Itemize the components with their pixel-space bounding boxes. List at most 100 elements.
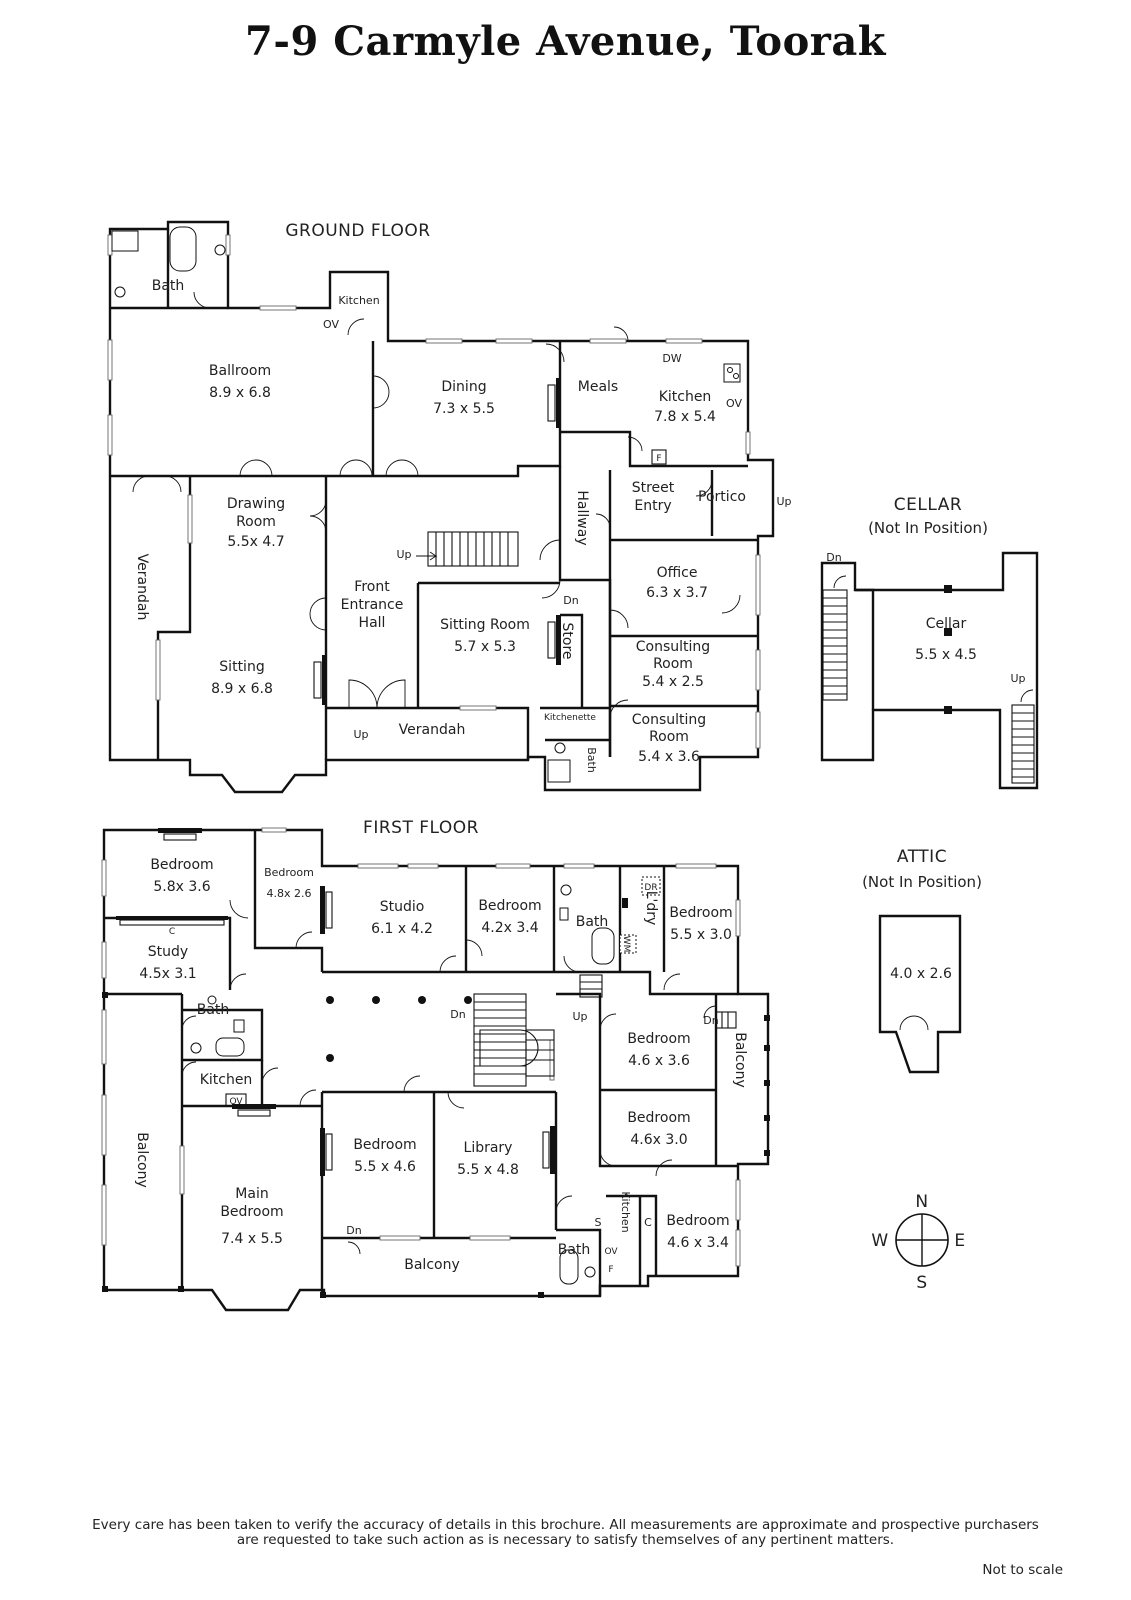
annotation-kitchen-ov: OV — [726, 397, 742, 410]
room-label-laundry: L'dry — [643, 891, 659, 926]
room-label-sitting: Sitting — [219, 659, 264, 675]
room-label-consulting-1b: Room — [653, 656, 693, 672]
room-size-bedroom-b: 4.8x 2.6 — [267, 887, 312, 900]
room-label-bedroom-d: Bedroom — [669, 905, 732, 921]
compass: N S E W — [871, 1192, 965, 1293]
room-label-study: Study — [148, 944, 188, 960]
room-label-street-1: Street — [632, 480, 675, 496]
room-label-kitchen-small: Kitchen — [338, 294, 379, 307]
room-label-verandah-front: Verandah — [399, 722, 466, 738]
annotation-portico-up: Up — [776, 495, 791, 508]
room-label-bath-small: Bath — [585, 747, 598, 773]
room-size-consulting-2: 5.4 x 3.6 — [638, 749, 700, 765]
annotation-s: S — [595, 1216, 602, 1229]
room-label-balcony-west: Balcony — [134, 1132, 150, 1188]
room-label-main-bed-2: Bedroom — [220, 1204, 283, 1220]
cellar-dn: Dn — [826, 551, 841, 564]
room-label-library: Library — [464, 1140, 513, 1156]
ground-floor-heading: GROUND FLOOR — [285, 221, 430, 241]
room-label-meals: Meals — [578, 379, 618, 395]
annotation-dw: DW — [662, 352, 681, 365]
cellar-subheading: (Not In Position) — [868, 519, 988, 537]
room-label-bedroom-g: Bedroom — [353, 1137, 416, 1153]
cellar-room-size: 5.5 x 4.5 — [915, 647, 977, 663]
room-label-consulting-2b: Room — [649, 729, 689, 745]
room-size-bedroom-d: 5.5 x 3.0 — [670, 927, 732, 943]
room-label-drawing-1: Drawing — [227, 496, 285, 512]
room-label-studio: Studio — [380, 899, 425, 915]
room-label-drawing-2: Room — [236, 514, 276, 530]
attic-hatch — [899, 1015, 929, 1031]
room-label-kitchen-b: Kitchen — [619, 1191, 632, 1232]
room-label-street-2: Entry — [634, 498, 671, 514]
room-label-entrance-3: Hall — [359, 615, 386, 631]
attic-plan: ATTIC (Not In Position) 4.0 x 2.6 — [862, 847, 982, 1074]
cellar-stair-door — [833, 575, 847, 589]
compass-north: N — [915, 1192, 928, 1212]
room-label-portico: Portico — [698, 489, 746, 505]
room-size-bedroom-g: 5.5 x 4.6 — [354, 1159, 416, 1175]
disclaimer: Every care has been taken to verify the … — [0, 1518, 1131, 1548]
room-size-main-bed: 7.4 x 5.5 — [221, 1231, 283, 1247]
annotation-dr: DR — [644, 883, 657, 893]
annotation-store-dn: Dn — [563, 594, 578, 607]
attic-size: 4.0 x 2.6 — [890, 966, 952, 982]
room-size-studio: 6.1 x 4.2 — [371, 921, 433, 937]
cellar-stairs-east — [1011, 704, 1035, 784]
first-floor-hall-columns — [326, 996, 472, 1062]
cellar-column-south — [944, 706, 952, 714]
room-label-ballroom: Ballroom — [209, 363, 271, 379]
cellar-up: Up — [1010, 672, 1025, 685]
room-label-main-bed-1: Main — [235, 1186, 268, 1202]
first-floor-balcony-posts — [102, 992, 770, 1298]
room-size-library: 5.5 x 4.8 — [457, 1162, 519, 1178]
room-label-consulting-2a: Consulting — [632, 712, 706, 728]
room-label-consulting-1a: Consulting — [636, 639, 710, 655]
room-label-hallway: Hallway — [574, 490, 590, 545]
room-size-bedroom-f: 4.6x 3.0 — [630, 1132, 687, 1148]
compass-east: E — [954, 1231, 965, 1251]
room-size-bedroom-a: 5.8x 3.6 — [153, 879, 210, 895]
room-size-dining: 7.3 x 5.5 — [433, 401, 495, 417]
room-label-bath-c: Bath — [558, 1242, 591, 1258]
room-size-ballroom: 8.9 x 6.8 — [209, 385, 271, 401]
cellar-column — [944, 585, 952, 593]
annotation-balcony-dn: Dn — [703, 1014, 718, 1027]
annotation-stair-up: Up — [396, 548, 411, 561]
room-size-office: 6.3 x 3.7 — [646, 585, 708, 601]
annotation-stair-up: Up — [572, 1010, 587, 1023]
annotation-verandah-up: Up — [353, 728, 368, 741]
cellar-plan: CELLAR (Not In Position) Dn Cellar 5.5 x… — [820, 495, 1039, 790]
room-size-bedroom-c: 4.2x 3.4 — [481, 920, 538, 936]
cellar-heading: CELLAR — [894, 495, 962, 515]
attic-outer-wall — [878, 914, 962, 1074]
room-label-bedroom-c: Bedroom — [478, 898, 541, 914]
first-floor-doors — [181, 899, 717, 1255]
annotation-wm: WM — [621, 936, 631, 953]
annotation-fridge: F — [656, 454, 661, 464]
attic-subheading: (Not In Position) — [862, 873, 982, 891]
room-label-bedroom-h: Bedroom — [666, 1213, 729, 1229]
room-label-entrance-1: Front — [354, 579, 390, 595]
disclaimer-line-1: Every care has been taken to verify the … — [92, 1517, 1039, 1533]
first-floor-labels: Bedroom 5.8x 3.6 Bedroom 4.8x 2.6 C Stud… — [134, 857, 748, 1275]
room-label-bedroom-a: Bedroom — [150, 857, 213, 873]
page-title: 7-9 Carmyle Avenue, Toorak — [245, 18, 886, 65]
cellar-stairs-west — [822, 589, 848, 701]
cellar-room-label: Cellar — [926, 616, 967, 632]
room-size-consulting-1: 5.4 x 2.5 — [642, 674, 704, 690]
cellar-inner-wall — [855, 588, 875, 710]
annotation-ov: OV — [323, 318, 339, 331]
cellar-column-centre — [944, 628, 952, 636]
room-label-kitchen-a: Kitchen — [200, 1072, 253, 1088]
cellar-outer-wall — [820, 551, 1039, 790]
room-label-bath: Bath — [152, 278, 185, 294]
annotation-stair-dn: Dn — [450, 1008, 465, 1021]
ground-floor-interior-walls — [110, 229, 758, 760]
ground-floor-plan: GROUND FLOOR — [107, 220, 792, 794]
first-floor-fixtures — [190, 876, 661, 1285]
room-label-balcony-south: Balcony — [404, 1257, 460, 1273]
room-label-entrance-2: Entrance — [341, 597, 404, 613]
room-size-sitting-room: 5.7 x 5.3 — [454, 639, 516, 655]
